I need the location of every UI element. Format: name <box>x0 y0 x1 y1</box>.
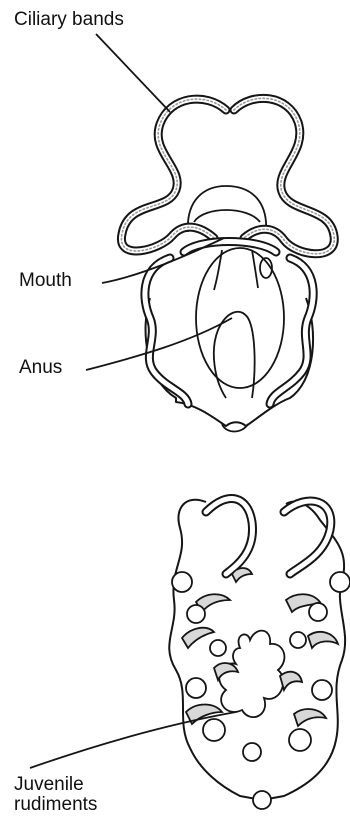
larva-body-outline <box>146 298 314 426</box>
esophagus <box>214 250 258 290</box>
leader-ciliary-bands <box>96 34 170 112</box>
label-anus: Anus <box>19 358 62 378</box>
metamorphosing-larva <box>169 499 350 809</box>
pluteus-larva <box>121 98 334 431</box>
tube-feet-discs <box>172 572 350 809</box>
stomach <box>196 248 284 388</box>
label-mouth: Mouth <box>19 271 72 291</box>
leader-anus <box>86 318 232 370</box>
juvenile-rudiments <box>182 568 338 726</box>
late-larva-gut <box>219 631 284 717</box>
oral-hood-inner <box>194 210 260 222</box>
leader-juvenile-rudiments <box>30 712 236 768</box>
label-juvenile-rudiments: Juvenile rudiments <box>14 775 134 815</box>
label-ciliary-bands: Ciliary bands <box>14 10 124 30</box>
